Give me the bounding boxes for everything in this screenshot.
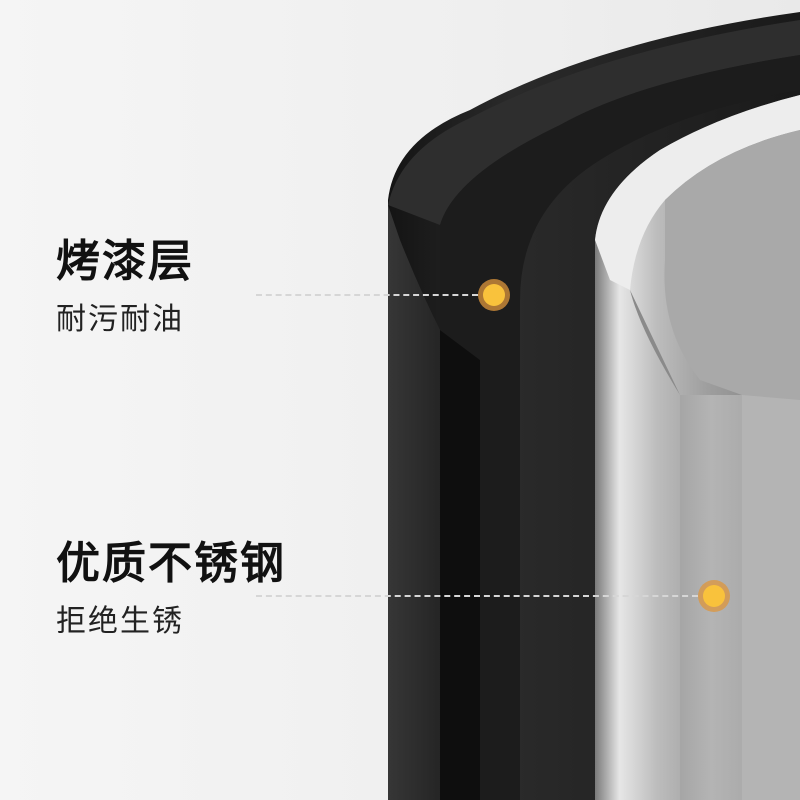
marker-dot-coating (483, 284, 505, 306)
leader-line-steel (256, 595, 698, 597)
feature-coating: 烤漆层 耐污耐油 (56, 236, 194, 338)
feature-steel: 优质不锈钢 拒绝生锈 (56, 538, 286, 640)
leader-line-coating (256, 294, 478, 296)
feature-subtitle: 拒绝生锈 (56, 604, 184, 640)
marker-dot-steel (703, 585, 725, 607)
feature-subtitle: 耐污耐油 (56, 302, 184, 338)
feature-title: 烤漆层 (56, 236, 194, 287)
feature-title: 优质不锈钢 (56, 538, 286, 589)
